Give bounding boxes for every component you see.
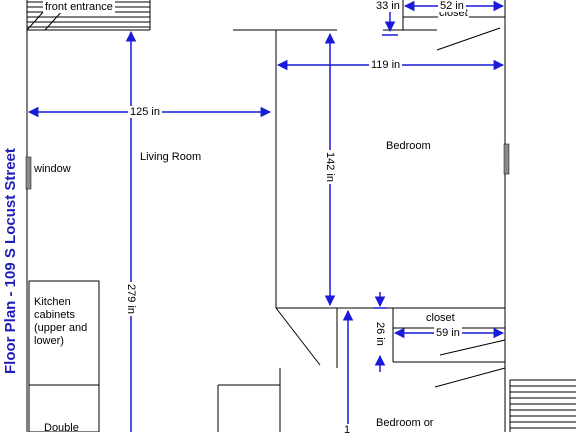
closet-mid-label: closet — [426, 312, 455, 324]
living-room-label: Living Room — [140, 151, 202, 163]
dim-label-partial: 1 — [342, 424, 353, 436]
bedroom-label: Bedroom — [386, 140, 431, 152]
dim-label-59: 59 in — [434, 327, 462, 339]
bedroom-or-label: Bedroom or — [376, 417, 434, 429]
plan-title: Floor Plan - 109 S Locust Street — [2, 148, 19, 374]
dim-label-279: 279 in — [125, 282, 137, 316]
window-left — [25, 156, 32, 190]
dim-label-26: 26 in — [374, 320, 386, 348]
dim-label-125: 125 in — [128, 106, 162, 118]
dim-label-52: 52 in — [438, 0, 466, 12]
front-entrance-label: front entrance — [43, 1, 115, 13]
door-lines — [436, 27, 506, 356]
window-label: window — [34, 163, 71, 175]
rear-stairs — [509, 379, 576, 432]
dim-label-119: 119 in — [369, 59, 403, 71]
dimension-lines — [27, 0, 505, 432]
dim-label-142: 142 in — [324, 150, 336, 184]
dim-label-33: 33 in — [374, 0, 402, 12]
double-label: Double — [44, 422, 79, 434]
window-right — [503, 143, 510, 175]
kitchen-cabinets-label: Kitchen cabinets (upper and lower) — [34, 296, 88, 347]
